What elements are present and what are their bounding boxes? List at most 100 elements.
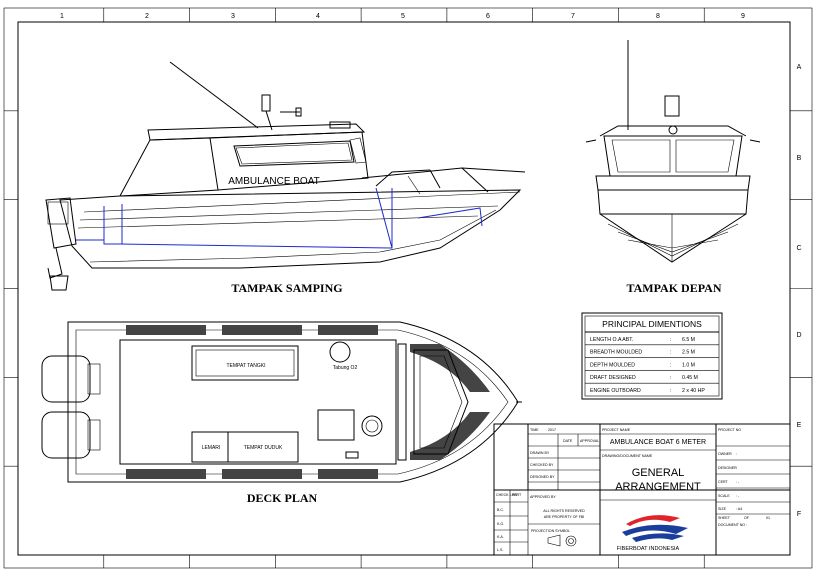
rights-line-1: ALL RIGHTS RESERVED [543, 509, 585, 513]
cabin-window [233, 140, 355, 167]
front-view-title: TAMPAK DEPAN [627, 281, 722, 295]
row-label: A [797, 64, 802, 71]
date-label: DATE [563, 439, 573, 443]
front-hull [599, 213, 747, 263]
title-block: TIME 2017 DATE APPROVAL DRAWN BY CHECKED… [493, 423, 791, 556]
row-label: F [797, 511, 801, 518]
projection-symbol-icon [547, 534, 577, 547]
row-label: D [796, 332, 801, 339]
principal-row-label: DEPTH MOULDED [590, 362, 635, 368]
side-view-title: TAMPAK SAMPING [231, 281, 342, 295]
sheet-frame [3, 7, 813, 569]
col-label: 1 [60, 13, 64, 20]
sheet-label: SHEET [718, 516, 731, 520]
side-mark: K.A. [497, 535, 504, 539]
seat-block [317, 409, 355, 441]
time-value: 2017 [548, 428, 556, 432]
col-label: 8 [656, 13, 660, 20]
tank-label: TEMPAT TANGKI [227, 363, 266, 369]
size-value: : A4 [736, 507, 742, 511]
front-windshield [603, 135, 743, 177]
principal-row-value: 1.0 M [682, 362, 695, 368]
principal-row-value: 2 x 40 HP [682, 388, 705, 394]
row-label: C [796, 245, 801, 252]
sheet-of: OF [744, 516, 750, 520]
cabin-roof [147, 123, 366, 141]
cabinet-label: LEMARI [202, 445, 221, 451]
principal-row-value: 0.45 M [682, 375, 698, 381]
seat-label: TEMPAT DUDUK [244, 445, 283, 451]
time-label: TIME [530, 428, 539, 432]
deck-plan-title: DECK PLAN [247, 491, 318, 505]
principal-row-sep: : [670, 362, 671, 368]
cert-value: : - [736, 480, 740, 484]
company-logo [622, 515, 688, 542]
rights-line-2: ARE PROPERTY OF FBI [544, 515, 585, 519]
principal-row-sep: : [670, 350, 671, 356]
hull-side [59, 189, 522, 269]
check-list-label: CHECK LIST [496, 493, 518, 497]
col-label: 2 [145, 13, 149, 20]
principal-row-label: LENGTH O.A ABT. [590, 337, 633, 343]
principal-row-value: 2.5 M [682, 350, 695, 356]
cabin-side [209, 131, 369, 191]
designer-label: DESIGNER [718, 466, 737, 470]
approval-label: APPROVAL [580, 439, 599, 443]
oxygen-tank [329, 341, 351, 363]
principal-row-label: BREADTH MOULDED [590, 350, 642, 356]
deck-plan: TEMPAT TANGKI Tabung O2 LEMARI TEMPAT DU… [41, 321, 522, 483]
cabin-floor [119, 339, 397, 465]
owner-value: : [736, 452, 737, 456]
side-view: AMBULANCE BOAT [45, 61, 526, 291]
outboard-engine [45, 197, 77, 249]
owner-label: OWNER [718, 452, 732, 456]
row-labels-right: A B C D E F [796, 64, 801, 518]
hull-name-text: AMBULANCE BOAT [228, 176, 320, 187]
designer-value: : [736, 466, 737, 470]
col-label: 6 [486, 13, 490, 20]
projection-label: PROJECTION SYMBOL [531, 529, 570, 533]
scale-value: : - [736, 494, 740, 498]
col-label: 5 [401, 13, 405, 20]
col-label: 3 [231, 13, 235, 20]
principal-row-sep: : [670, 337, 671, 343]
principal-dimensions-table: PRINCIPAL DIMENTIONS LENGTH O.A ABT.: 6.5… [581, 312, 723, 400]
company-name: FIBERBOAT INDONESIA [617, 546, 680, 552]
checked-by-label: CHECKED BY [530, 463, 554, 467]
principal-row-label: DRAFT DESIGNED [590, 375, 636, 381]
designed-by-label: DESIGNED BY [530, 475, 555, 479]
project-name-label: PROJECT NAME [602, 428, 631, 432]
drawn-by-label: DRAWN BY [530, 451, 550, 455]
part-label: PART [512, 493, 522, 497]
col-label: 4 [316, 13, 320, 20]
document-no-label: DOCUMENT NO : [718, 523, 747, 527]
col-label: 9 [741, 13, 745, 20]
row-label: B [797, 155, 802, 162]
antenna [169, 61, 259, 129]
size-label: SIZE [718, 507, 727, 511]
principal-title: PRINCIPAL DIMENTIONS [602, 319, 702, 329]
row-label: E [797, 422, 802, 429]
scale-label: SCALE [718, 494, 730, 498]
front-view [585, 40, 761, 263]
oxygen-label: Tabung O2 [333, 365, 358, 371]
tank-box [191, 345, 299, 381]
approved-by-label: APPROVED BY [530, 495, 556, 499]
column-labels-top: 1 2 3 4 5 6 7 8 9 [60, 13, 745, 20]
engine-bottom [41, 411, 91, 459]
principal-row-sep: : [670, 375, 671, 381]
col-label: 7 [571, 13, 575, 20]
side-mark: L.S. [497, 548, 503, 552]
principal-row-value: 6.5 M [682, 337, 695, 343]
project-no-label: PROJECT NO [718, 428, 741, 432]
drawing-name-line-2: ARRANGEMENT [615, 481, 701, 493]
wiring [103, 204, 123, 245]
sheet-total: 01 [766, 516, 770, 520]
engine-top [41, 355, 91, 403]
side-mark: B.C. [497, 508, 504, 512]
drawing-name-label: DRAWING/DOCUMENT NAME [602, 454, 653, 458]
drawing-name-line-1: GENERAL [632, 467, 685, 479]
principal-row-label: ENGINE OUTBOARD [590, 388, 641, 394]
principal-row-sep: : [670, 388, 671, 394]
